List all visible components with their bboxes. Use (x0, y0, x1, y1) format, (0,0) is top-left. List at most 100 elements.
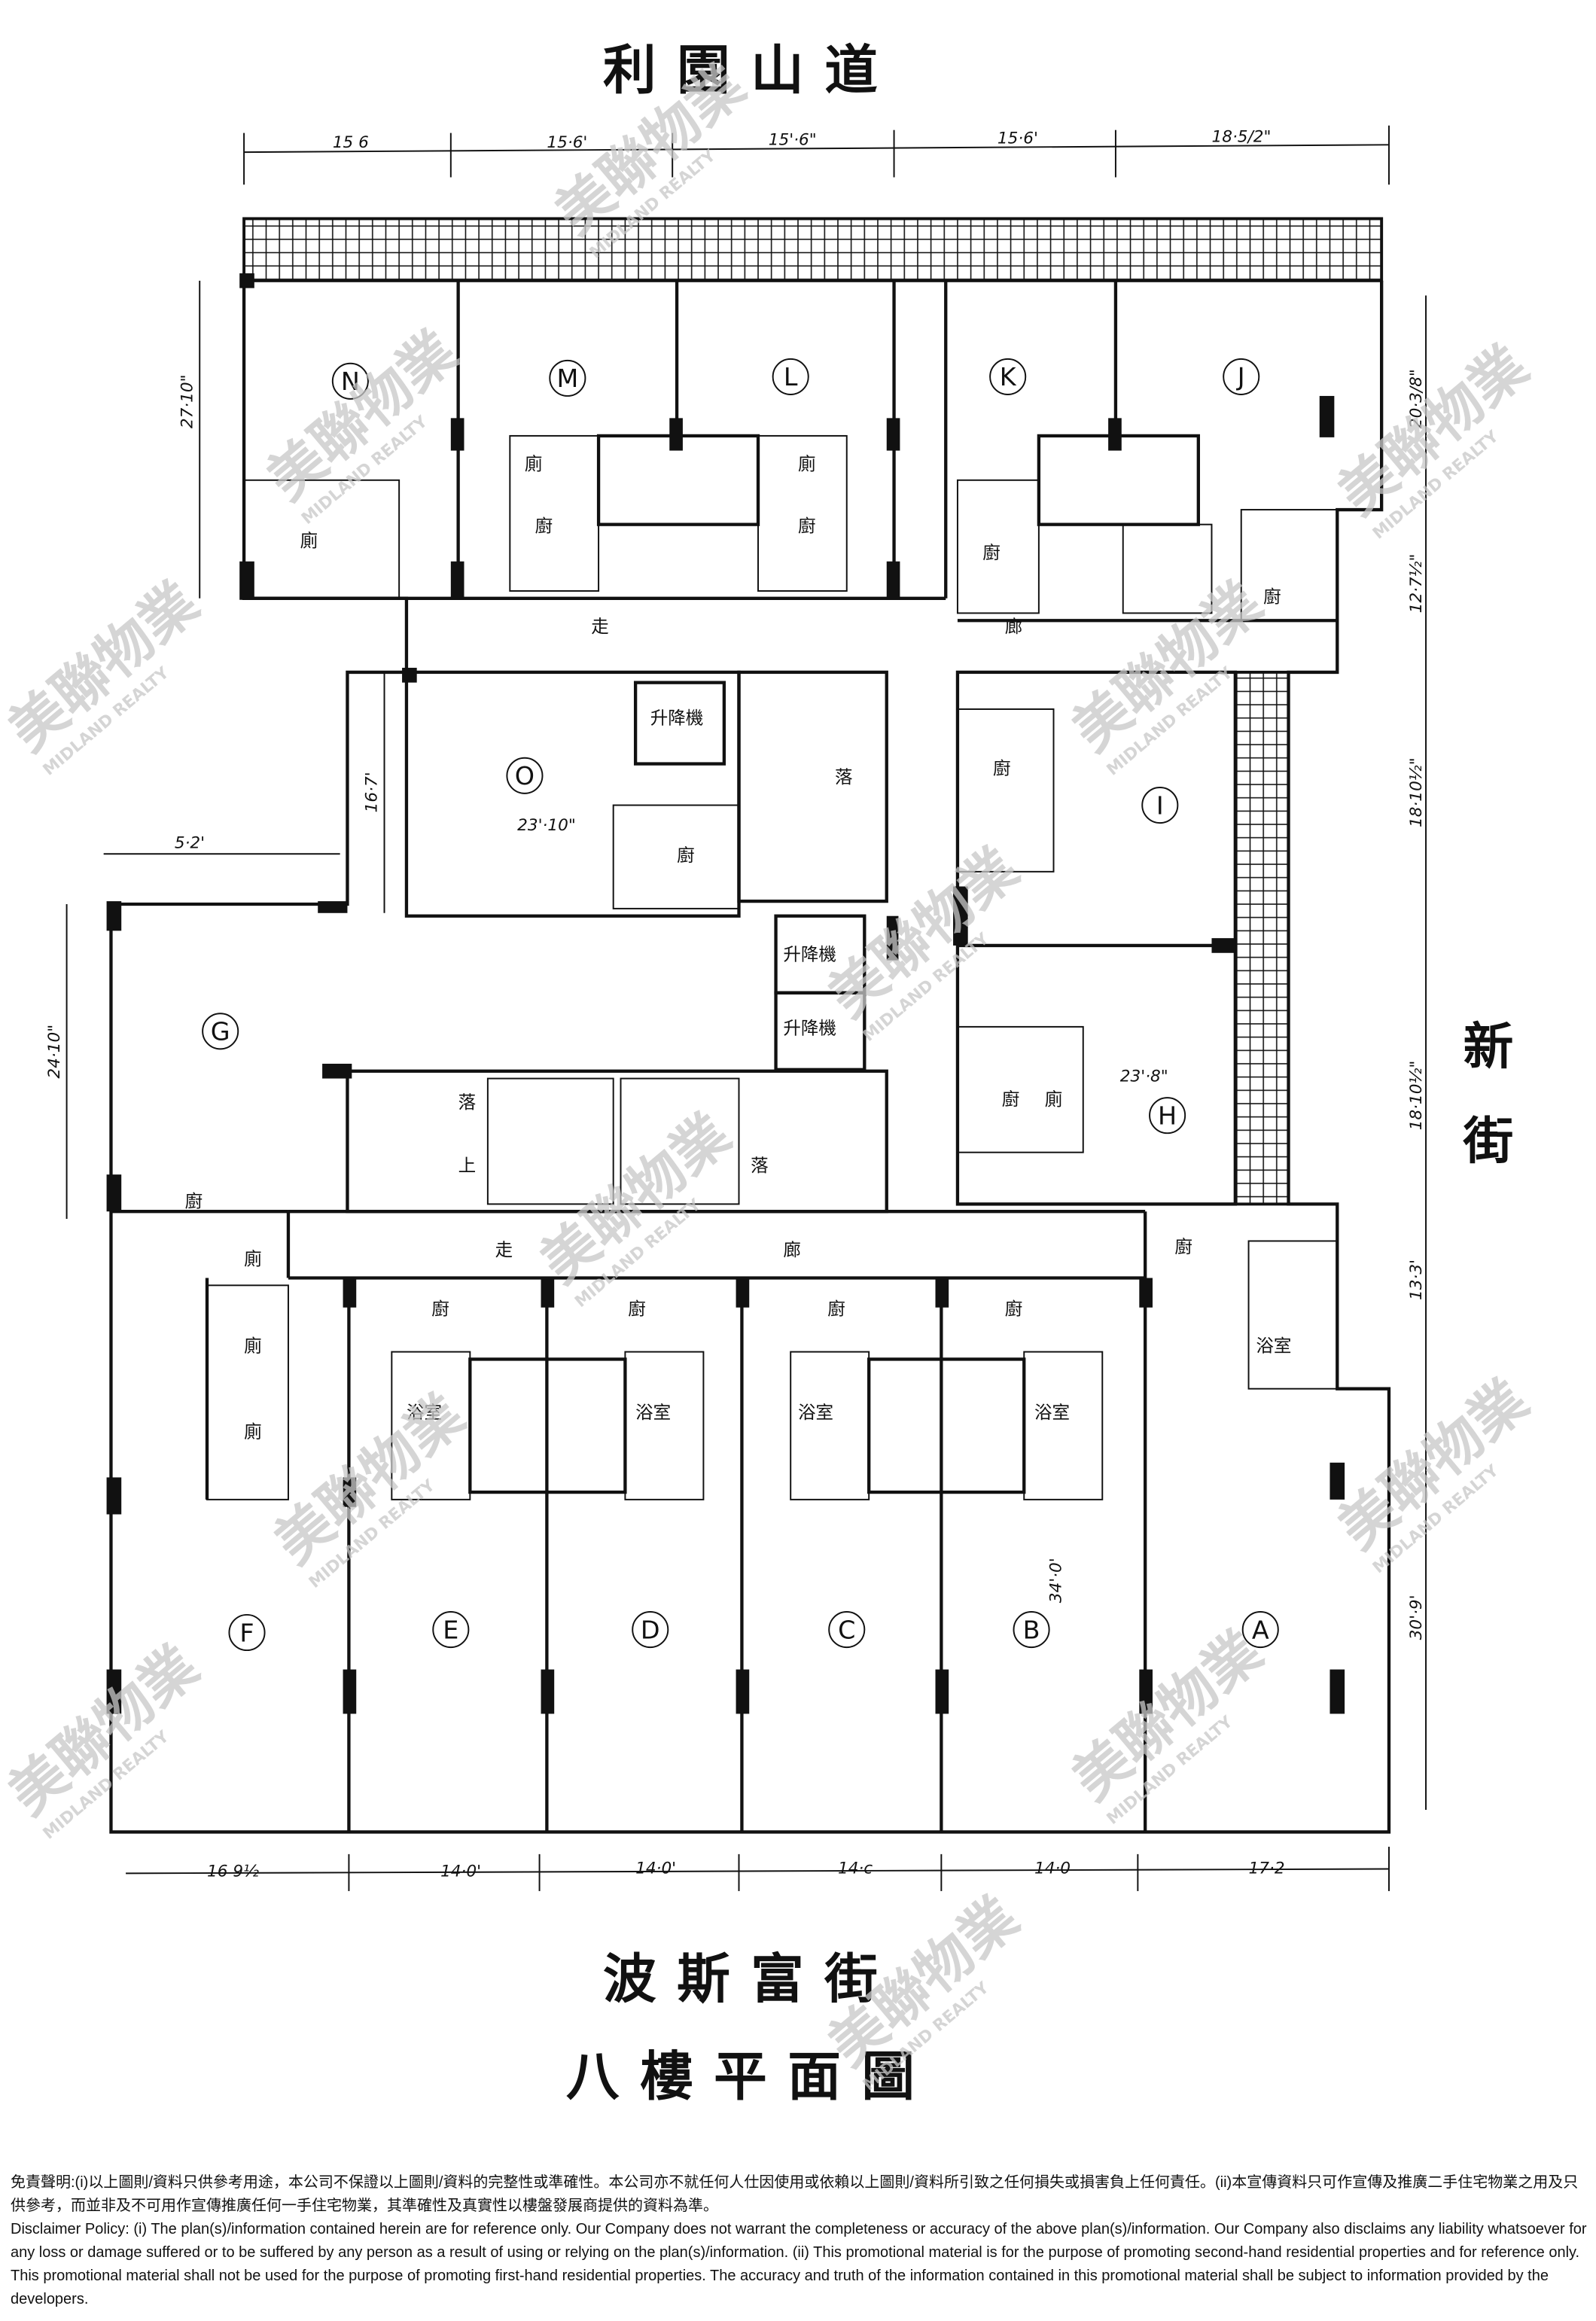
svg-text:N: N (341, 367, 360, 396)
kitchen-label: 廚 (431, 1299, 449, 1320)
toilet-label: 廁 (300, 530, 318, 551)
kitchen-label: 廚 (628, 1299, 646, 1320)
dim-label: 17·2 (1249, 1859, 1285, 1878)
dim-label: 14·0' (440, 1862, 481, 1881)
dim-label: 27·10" (178, 374, 196, 428)
top-balcony (242, 217, 1384, 282)
bottom-street-name: 波斯富街 (603, 1948, 898, 2010)
dim-label: 14·c (838, 1859, 873, 1878)
dim-label: 20·3/8" (1407, 369, 1426, 428)
dim-label: 18·5/2" (1211, 127, 1271, 146)
right-balcony (1233, 670, 1290, 1206)
unit-l: L (772, 358, 809, 395)
dim-label: 15 6 (333, 133, 369, 152)
kitchen-label: 廚 (535, 515, 553, 536)
svg-text:H: H (1158, 1101, 1177, 1130)
top-street-name: 利園山道 (603, 39, 898, 102)
corridor-label: 廊 (1005, 616, 1023, 637)
room-labels: 走 廊 走 廊 升降機 升降機 升降機 落 落 上 落 廁 廁 廚 廁 廚 廚 … (185, 453, 1292, 1442)
kitchen-label: 廚 (993, 757, 1011, 778)
unit-b: B (1013, 1611, 1050, 1649)
bathroom-label: 浴室 (635, 1402, 671, 1423)
disclaimer: 免責聲明:(i)以上圖則/資料只供參考用途，本公司不保證以上圖則/資料的完整性或… (11, 2171, 1588, 2311)
dim-label: 18·10½" (1407, 757, 1426, 827)
walls (109, 280, 1391, 1834)
stair-down-label: 落 (458, 1092, 477, 1113)
corridor-label: 走 (591, 616, 609, 637)
bathroom-label: 浴室 (1256, 1336, 1291, 1357)
unit-e: E (432, 1611, 470, 1649)
dim-label: 13·3' (1407, 1259, 1426, 1300)
unit-i: I (1141, 787, 1179, 824)
plan-title: 八樓平面圖 (566, 2045, 936, 2108)
top-dimension-line: 15 6 15·6' 15'·6" 15·6' 18·5/2" (243, 125, 1390, 185)
toilet-label: 廁 (244, 1421, 262, 1442)
svg-text:B: B (1023, 1615, 1040, 1644)
lift-label: 升降機 (783, 944, 836, 965)
dim-label: 15·6' (998, 129, 1038, 148)
svg-text:E: E (443, 1615, 458, 1644)
toilet-label: 廁 (244, 1336, 262, 1357)
dim-label: 14·0' (635, 1859, 676, 1878)
dim-label: 23'·8" (1120, 1068, 1168, 1086)
kitchen-label: 廚 (677, 845, 695, 866)
unit-n: N (331, 362, 369, 400)
svg-text:A: A (1252, 1615, 1269, 1644)
dim-label: 16·7' (363, 772, 382, 812)
toilet-label: 廁 (244, 1248, 262, 1269)
right-dimension-lines: 20·3/8" 12·7½" 18·10½" 18·10½" 13·3' 30'… (1407, 295, 1427, 1810)
toilet-label: 廁 (525, 453, 543, 474)
svg-text:I: I (1156, 790, 1164, 820)
dim-label: 16 9½ (207, 1862, 259, 1881)
svg-text:M: M (556, 364, 578, 393)
stair-down-label: 落 (751, 1155, 769, 1176)
watermark-logo: 美聯物業 (0, 569, 211, 764)
kitchen-label: 廚 (1002, 1089, 1020, 1110)
svg-text:D: D (641, 1615, 660, 1644)
left-dimension-lines: 27·10" 5·2' 24·10" 16·7' (45, 280, 385, 1220)
disclaimer-en: Disclaimer Policy: (i) The plan(s)/infor… (11, 2221, 1587, 2307)
lift-label: 升降機 (650, 708, 704, 729)
dim-label: 14·0 (1034, 1859, 1071, 1878)
unit-c: C (828, 1611, 866, 1649)
bathroom-label: 浴室 (407, 1402, 442, 1423)
unit-j: J (1223, 358, 1260, 395)
unit-o: O (506, 757, 544, 794)
svg-text:L: L (784, 362, 798, 391)
disclaimer-zh: 免責聲明:(i)以上圖則/資料只供參考用途，本公司不保證以上圖則/資料的完整性或… (11, 2174, 1579, 2214)
stair-down-label: 落 (835, 766, 853, 787)
dim-label: 30'·9' (1407, 1595, 1426, 1640)
toilet-label: 廁 (1045, 1089, 1063, 1110)
svg-text:C: C (838, 1615, 855, 1644)
dim-label: 5·2' (175, 833, 205, 852)
bathroom-label: 浴室 (1034, 1402, 1070, 1423)
dim-label: 24·10" (45, 1025, 64, 1079)
unit-m: M (549, 359, 586, 397)
structural-columns (106, 273, 1345, 1714)
svg-text:K: K (1000, 362, 1017, 391)
right-street-name: 新街 (1455, 1019, 1515, 1208)
dim-label: 34'·0' (1046, 1558, 1065, 1603)
unit-h: H (1149, 1097, 1186, 1135)
kitchen-label: 廚 (1005, 1299, 1023, 1320)
svg-text:F: F (239, 1618, 254, 1647)
kitchen-label: 廚 (1174, 1236, 1192, 1257)
unit-g: G (202, 1013, 239, 1050)
svg-text:O: O (515, 761, 535, 790)
dim-label: 12·7½" (1407, 554, 1426, 614)
corridor-label: 廊 (783, 1239, 801, 1260)
unit-f: F (228, 1613, 266, 1652)
unit-k: K (989, 358, 1027, 395)
unit-d: D (632, 1611, 669, 1649)
unit-a: A (1241, 1611, 1279, 1649)
dim-label: 23'·10" (517, 816, 576, 835)
dim-label: 15'·6" (769, 130, 817, 149)
bottom-dimension-line: 16 9½ 14·0' 14·0' 14·c 14·0 17·2 (126, 1847, 1390, 1891)
dim-label: 18·10½" (1407, 1061, 1426, 1131)
watermark-logo: 美聯物業 (0, 1633, 211, 1828)
kitchen-label: 廚 (798, 515, 816, 536)
dim-label: 15·6' (547, 133, 587, 152)
svg-text:G: G (211, 1017, 230, 1046)
